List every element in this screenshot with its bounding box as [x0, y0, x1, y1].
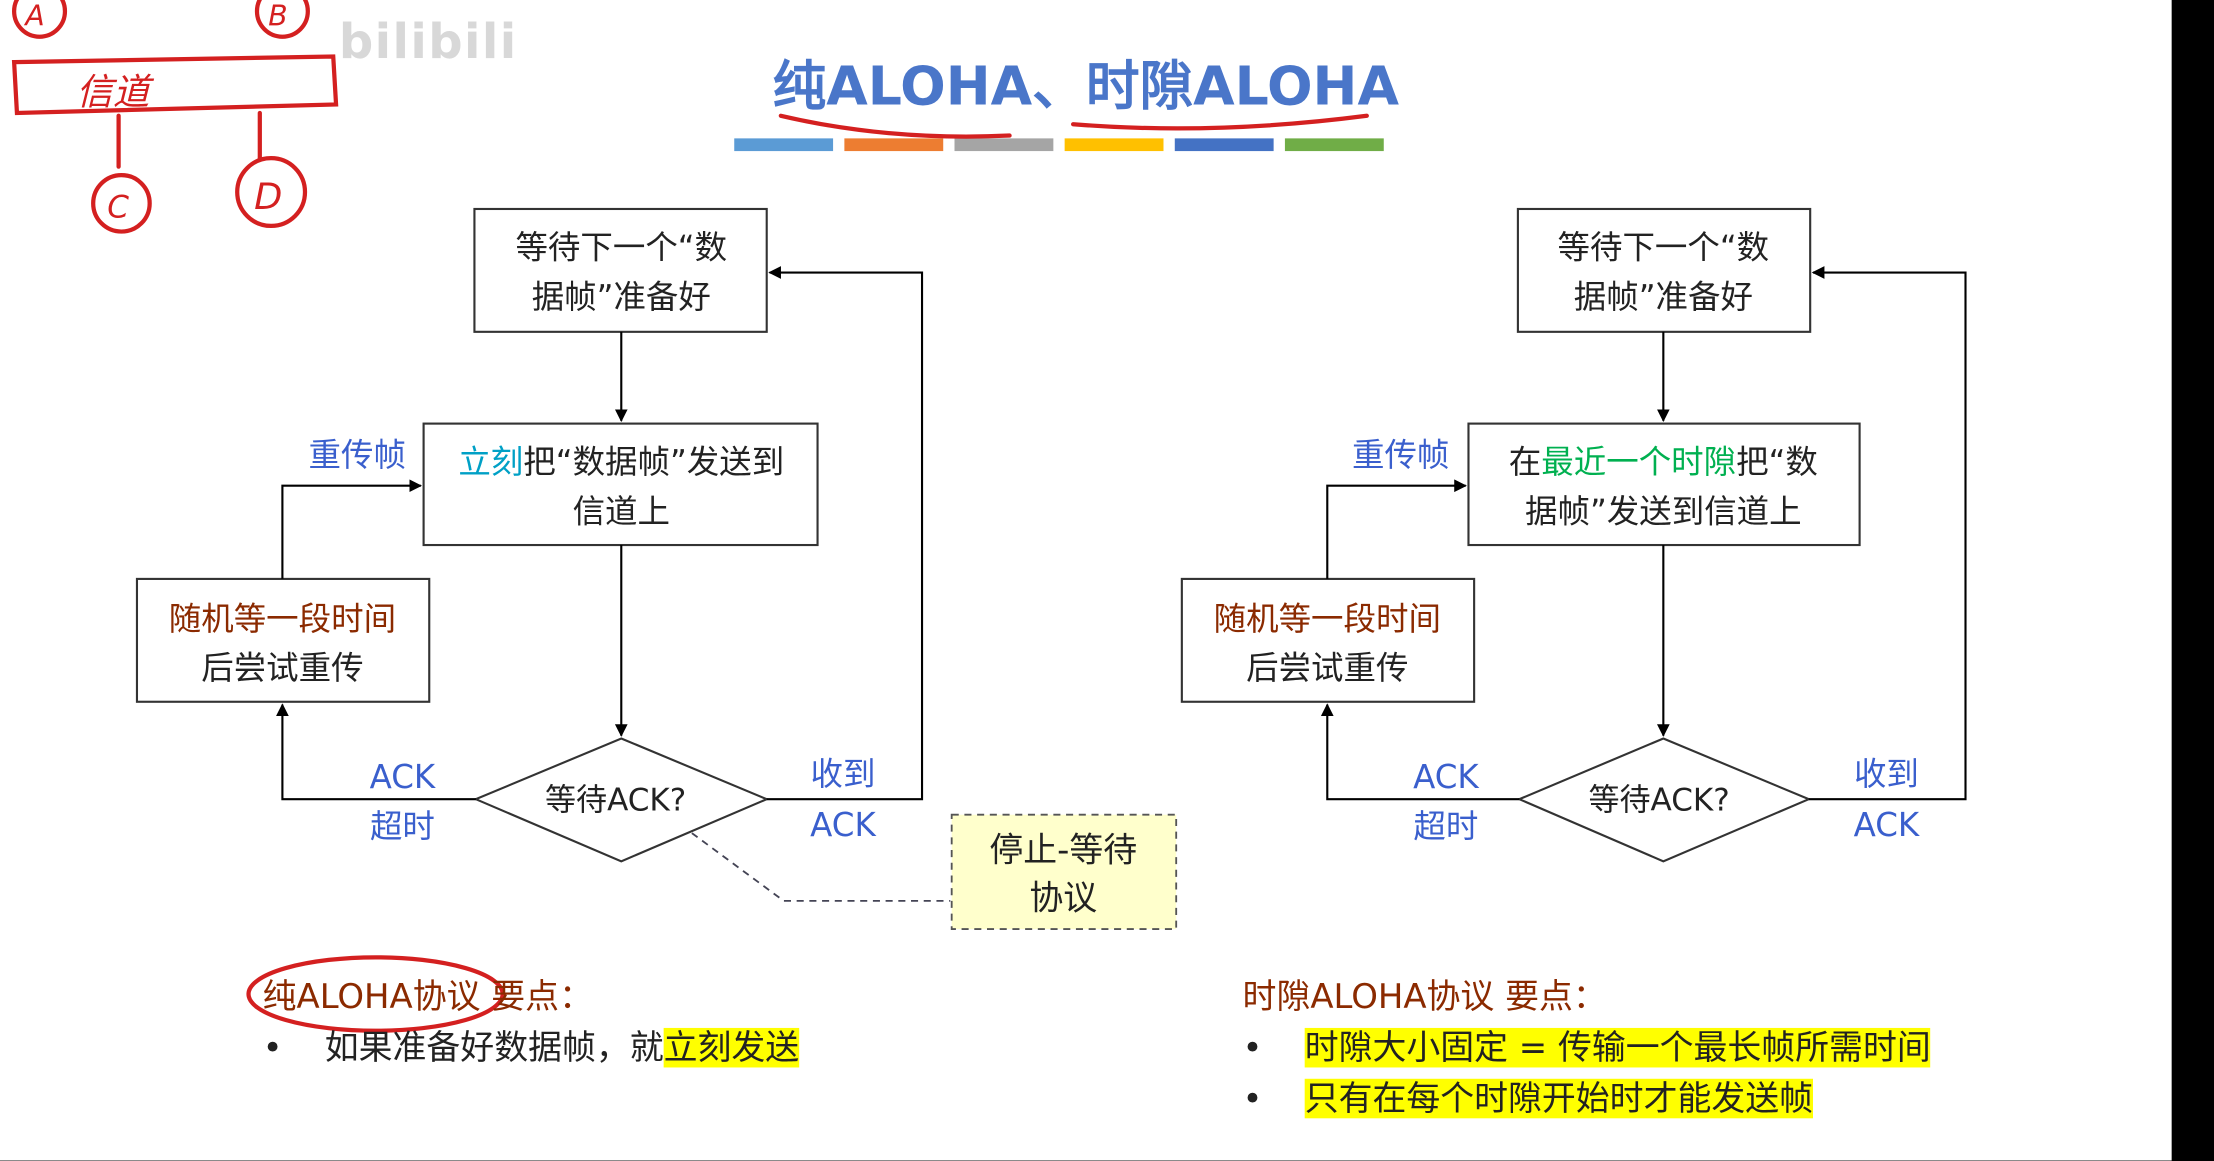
pure-notes-heading-rest: 要点：	[491, 977, 593, 1017]
pure-notes-list: 如果准备好数据帧，就立刻发送	[263, 1022, 800, 1073]
slotted-received-label-2: ACK	[1854, 806, 1920, 844]
slotted-decision-diamond	[1516, 737, 1812, 863]
pure-arrow-timeout	[276, 703, 476, 801]
pure-received-label-1: 收到	[810, 755, 875, 793]
title-underline-bar	[954, 138, 1054, 152]
slotted-notes-heading-title: 时隙ALOHA协议	[1242, 977, 1495, 1017]
pure-wait-frame-line2: 据帧”准备好	[532, 278, 711, 316]
stop-and-wait-callout: 停止-等待 协议	[691, 813, 1178, 931]
title-underline-bar	[1174, 138, 1274, 152]
slotted-wait-frame-line1: 等待下一个“数	[1558, 228, 1770, 266]
node-a-label: A	[23, 0, 44, 32]
callout-box	[950, 813, 1178, 931]
slotted-send-line2: 据帧”发送到信道上	[1525, 492, 1802, 530]
title-separator: 、	[1032, 55, 1086, 118]
pure-decision-label: 等待ACK?	[545, 782, 686, 818]
pure-send-rest: 把“数据帧”发送到	[523, 443, 784, 481]
title-underline-bar	[1284, 138, 1384, 152]
slotted-received-label-1: 收到	[1854, 755, 1919, 793]
slotted-notes-heading-rest: 要点：	[1505, 977, 1607, 1017]
slotted-send-line1: 在最近一个时隙把“数	[1509, 443, 1818, 481]
slotted-timeout-label-1: ACK	[1413, 758, 1479, 796]
pure-send-box	[422, 422, 819, 547]
slotted-notes-heading: 时隙ALOHA协议 要点：	[1243, 971, 1607, 1022]
pure-backoff-box	[135, 577, 431, 703]
slotted-notes-bullet-2: 只有在每个时隙开始时才能发送帧	[1243, 1073, 1931, 1124]
node-c-label: C	[107, 189, 129, 225]
channel-box-ink	[11, 54, 339, 116]
pure-timeout-label-2: 超时	[370, 807, 435, 845]
slotted-aloha-flowchart: 等待下一个“数 据帧”准备好 在最近一个时隙把“数 据帧”发送到信道上 随机等一…	[1180, 207, 1967, 863]
node-d-label: D	[254, 175, 282, 218]
title-underline-bar	[734, 138, 834, 152]
pure-backoff-line2: 后尝试重传	[201, 649, 363, 687]
slotted-send-rest: 把“数	[1736, 443, 1818, 481]
slotted-timeout-label-2: 超时	[1413, 807, 1478, 845]
pure-notes-bullet: 如果准备好数据帧，就立刻发送	[263, 1022, 800, 1073]
node-b-circle	[254, 0, 310, 39]
pure-wait-frame-box	[473, 207, 768, 333]
slotted-wait-frame-line2: 据帧”准备好	[1574, 278, 1753, 316]
node-b-label: B	[268, 0, 287, 32]
callout-line1: 停止-等待	[989, 830, 1137, 869]
pure-send-immediately: 立刻	[458, 443, 523, 481]
pure-decision-diamond	[473, 737, 770, 863]
node-d-circle	[235, 156, 308, 229]
pure-received-label-2: ACK	[810, 806, 876, 844]
pure-arrow-ack-received	[766, 266, 924, 801]
title-underline-bar	[1064, 138, 1164, 152]
pure-notes-bullet-text: 如果准备好数据帧，就	[324, 1027, 664, 1068]
slotted-send-box	[1467, 422, 1861, 547]
callout-line2: 协议	[1029, 878, 1097, 917]
slotted-notes-list: 时隙大小固定 = 传输一个最长帧所需时间 只有在每个时隙开始时才能发送帧	[1243, 1022, 1931, 1124]
handwriting-labels: 信道 A B C D	[23, 0, 287, 225]
pure-arrow-retransmit	[281, 479, 423, 579]
title-underline-bar	[844, 138, 944, 152]
slotted-decision-label: 等待ACK?	[1588, 782, 1729, 818]
slotted-arrow-timeout	[1320, 703, 1520, 801]
pure-send-line1: 立刻把“数据帧”发送到	[458, 443, 784, 481]
slotted-send-nearest-slot: 最近一个时隙	[1541, 443, 1736, 481]
slotted-retransmit-label: 重传帧	[1352, 436, 1449, 474]
pure-send-line2: 信道上	[573, 492, 670, 530]
slotted-backoff-line1: 随机等一段时间	[1214, 600, 1441, 638]
node-c-circle	[91, 172, 152, 234]
channel-label: 信道	[76, 70, 155, 113]
pure-notes-heading-title: 纯ALOHA协议	[262, 977, 481, 1017]
slotted-arrow-retransmit	[1326, 479, 1467, 579]
title-pure-aloha: 纯ALOHA	[772, 55, 1033, 118]
pure-timeout-label-1: ACK	[370, 758, 436, 796]
pure-retransmit-label: 重传帧	[309, 436, 406, 474]
title-underline-bars	[734, 138, 1384, 152]
slotted-notes-bullet-1: 时隙大小固定 = 传输一个最长帧所需时间	[1243, 1022, 1931, 1073]
watermark: bilibili	[338, 14, 518, 71]
title-underline-ink-2	[1071, 113, 1369, 131]
page-title: 纯ALOHA、时隙ALOHA	[0, 42, 2172, 120]
pure-backoff-line1: 随机等一段时间	[169, 600, 396, 638]
slotted-notes-bullet-1-highlight: 时隙大小固定 = 传输一个最长帧所需时间	[1304, 1027, 1931, 1068]
slotted-backoff-line2: 后尝试重传	[1246, 649, 1408, 687]
slotted-notes-bullet-2-highlight: 只有在每个时隙开始时才能发送帧	[1304, 1078, 1814, 1119]
pure-notes-bullet-highlight: 立刻发送	[663, 1027, 800, 1068]
slotted-wait-frame-box	[1516, 207, 1812, 333]
handwriting-annotations	[11, 0, 1369, 1033]
pure-wait-frame-line1: 等待下一个“数	[515, 228, 727, 266]
node-a-circle	[12, 0, 68, 39]
slotted-arrow-ack-received	[1808, 266, 1967, 801]
title-underline-ink-1	[778, 113, 1012, 139]
slotted-send-prefix: 在	[1509, 443, 1541, 481]
slotted-backoff-box	[1180, 577, 1476, 703]
pure-aloha-flowchart: 等待下一个“数 据帧”准备好 立刻把“数据帧”发送到 信道上 随机等一段时间 后…	[135, 207, 924, 863]
title-slotted-aloha: 时隙ALOHA	[1085, 55, 1400, 118]
pure-notes-heading: 纯ALOHA协议 要点：	[263, 971, 593, 1022]
